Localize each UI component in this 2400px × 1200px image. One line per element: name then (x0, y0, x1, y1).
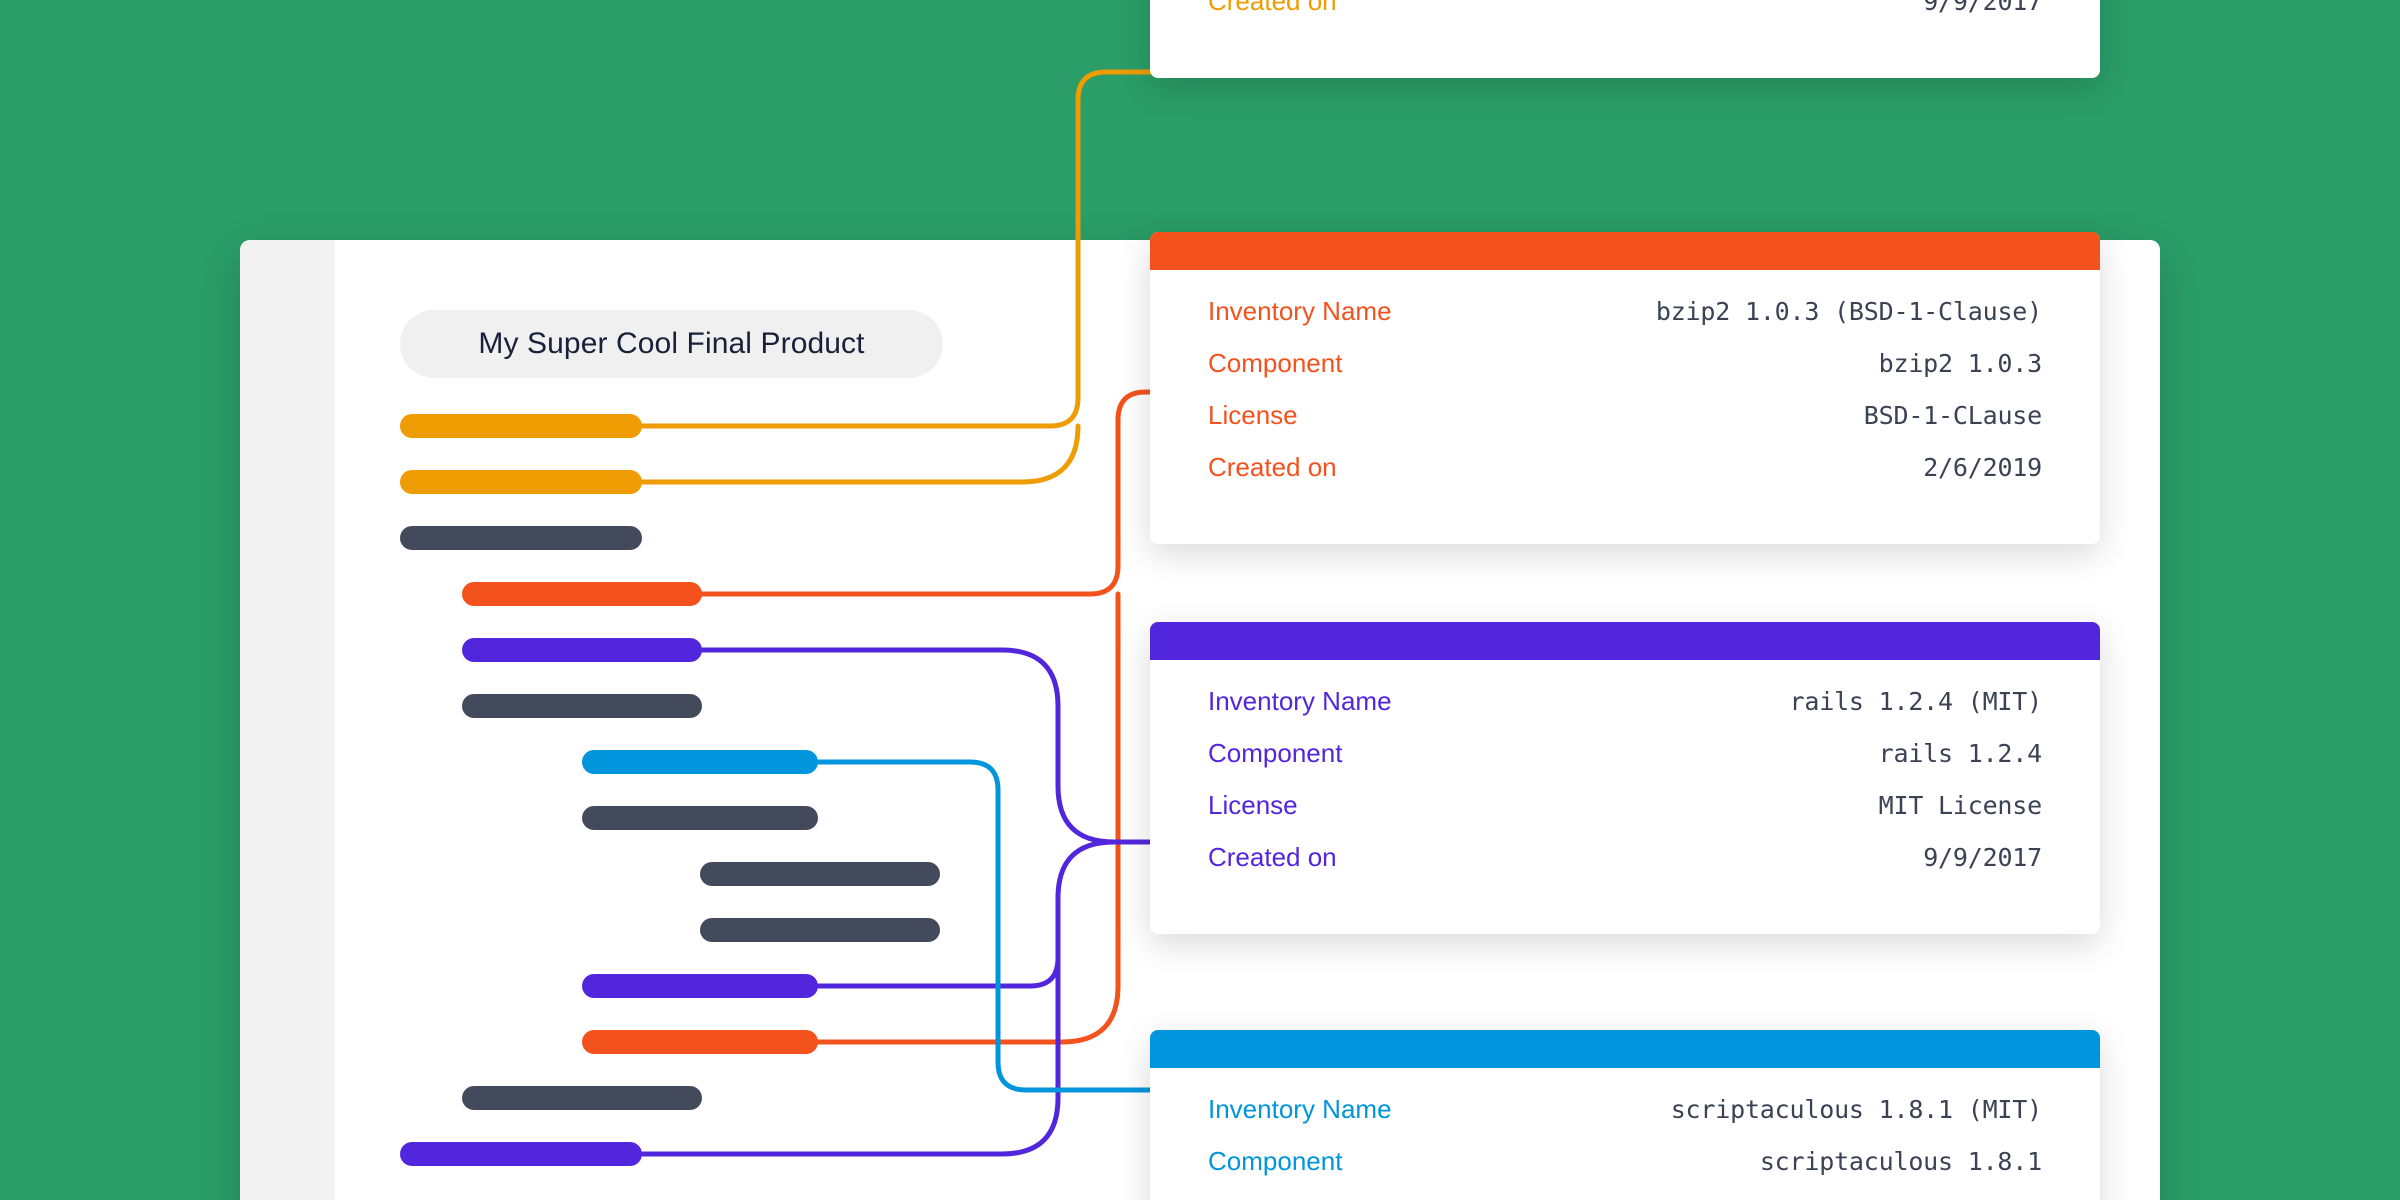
tree-bar-row-blue-1[interactable] (582, 750, 818, 774)
card-row: Inventory Name rails 1.2.4 (MIT) (1208, 686, 2042, 738)
card-row-value: MIT License (1878, 791, 2043, 820)
card-row-value: 9/9/2017 (1923, 0, 2042, 16)
tree-bar-row-red-2[interactable] (582, 1030, 818, 1054)
card-row-label: Component (1208, 738, 1343, 768)
card-detail-rows: Inventory Name bzip2 1.0.3 (BSD-1-Clause)… (1150, 270, 2100, 544)
card-detail-rows: Inventory Name scriptaculous 1.8.1 (MIT) C… (1150, 1068, 2100, 1200)
panel-left-gutter (240, 240, 335, 1200)
card-row: Component rails 1.2.4 (1208, 738, 2042, 790)
tree-bar-row-dark-4[interactable] (700, 862, 940, 886)
card-row: Created on 2/6/2019 (1208, 452, 2042, 504)
tree-bar-row-red-1[interactable] (462, 582, 702, 606)
card-accent-bar (1150, 232, 2100, 270)
card-row-label: Component (1208, 348, 1343, 378)
tree-bar-row-dark-5[interactable] (700, 918, 940, 942)
card-row-value: scriptaculous 1.8.1 (1759, 1147, 2042, 1176)
tree-bar-row-orange-2[interactable] (400, 470, 642, 494)
card-row-value: bzip2 1.0.3 (BSD-1-Clause) (1655, 297, 2042, 326)
card-row: Created on 9/9/2017 (1208, 0, 2042, 38)
card-bzip2[interactable]: Inventory Name bzip2 1.0.3 (BSD-1-Clause)… (1150, 232, 2100, 544)
card-row: Component scriptaculous 1.8.1 (1208, 1146, 2042, 1198)
card-row-value: BSD-1-CLause (1863, 401, 2042, 430)
tree-bar-row-dark-3[interactable] (582, 806, 818, 830)
card-row: Component bzip2 1.0.3 (1208, 348, 2042, 400)
card-row-value: rails 1.2.4 (MIT) (1789, 687, 2043, 716)
tree-bar-row-purple-1[interactable] (462, 638, 702, 662)
tree-bar-row-dark-1[interactable] (400, 526, 642, 550)
tree-bar-row-orange-1[interactable] (400, 414, 642, 438)
card-row-label: Created on (1208, 0, 1337, 16)
card-row: License MIT License (1208, 790, 2042, 842)
card-detail-rows: Licenseapache-2.0Created on9/9/2017 (1150, 0, 2100, 78)
card-accent-bar (1150, 622, 2100, 660)
card-row-label: Created on (1208, 842, 1337, 872)
tree-bar-row-dark-2[interactable] (462, 694, 702, 718)
card-row-label: Inventory Name (1208, 1094, 1392, 1124)
card-row: License BSD-1-CLause (1208, 400, 2042, 452)
card-row-value: 9/9/2017 (1923, 843, 2042, 872)
tree-bar-row-dark-6[interactable] (462, 1086, 702, 1110)
card-row-value: 2/6/2019 (1923, 453, 2042, 482)
card-detail-rows: Inventory Name rails 1.2.4 (MIT) Component… (1150, 660, 2100, 934)
tree-bar-row-purple-2[interactable] (582, 974, 818, 998)
card-row-label: Created on (1208, 452, 1337, 482)
card-row-label: License (1208, 790, 1298, 820)
card-apache[interactable]: Licenseapache-2.0Created on9/9/2017 (1150, 0, 2100, 78)
card-rails[interactable]: Inventory Name rails 1.2.4 (MIT) Component… (1150, 622, 2100, 934)
card-row-label: License (1208, 400, 1298, 430)
card-row-value: scriptaculous 1.8.1 (MIT) (1670, 1095, 2042, 1124)
card-accent-bar (1150, 1030, 2100, 1068)
tree-bar-row-purple-3[interactable] (400, 1142, 642, 1166)
card-row: Created on 9/9/2017 (1208, 842, 2042, 894)
card-row-label: Inventory Name (1208, 686, 1392, 716)
card-row: Inventory Name bzip2 1.0.3 (BSD-1-Clause) (1208, 296, 2042, 348)
card-row-label: Component (1208, 1146, 1343, 1176)
card-row-label: Inventory Name (1208, 296, 1392, 326)
card-scriptaculous[interactable]: Inventory Name scriptaculous 1.8.1 (MIT) C… (1150, 1030, 2100, 1200)
card-row-value: rails 1.2.4 (1878, 739, 2043, 768)
card-row: Inventory Name scriptaculous 1.8.1 (MIT) (1208, 1094, 2042, 1146)
card-row-value: bzip2 1.0.3 (1878, 349, 2043, 378)
